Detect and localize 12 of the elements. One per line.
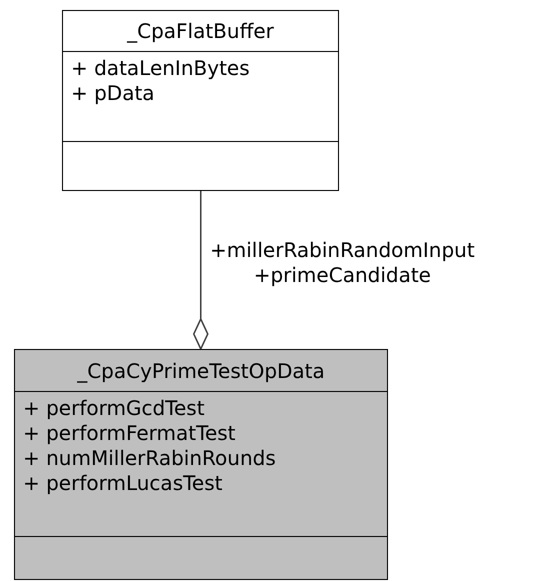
- attribute-text: + numMillerRabinRounds: [23, 446, 277, 471]
- attribute-text: + pData: [71, 81, 156, 106]
- attribute-text: + performFermatTest: [23, 421, 237, 446]
- class-name: _CpaFlatBuffer: [127, 18, 274, 45]
- aggregation-connector: [193, 191, 208, 350]
- class-box: [62, 10, 339, 191]
- edge-label: +millerRabinRandomInput +primeCandidate: [210, 238, 475, 288]
- attribute-text: + dataLenInBytes: [71, 56, 251, 81]
- class-box: [14, 349, 388, 580]
- attribute-text: + performGcdTest: [23, 396, 206, 421]
- class-name: _CpaCyPrimeTestOpData: [77, 358, 325, 385]
- attribute-text: + performLucasTest: [23, 471, 224, 496]
